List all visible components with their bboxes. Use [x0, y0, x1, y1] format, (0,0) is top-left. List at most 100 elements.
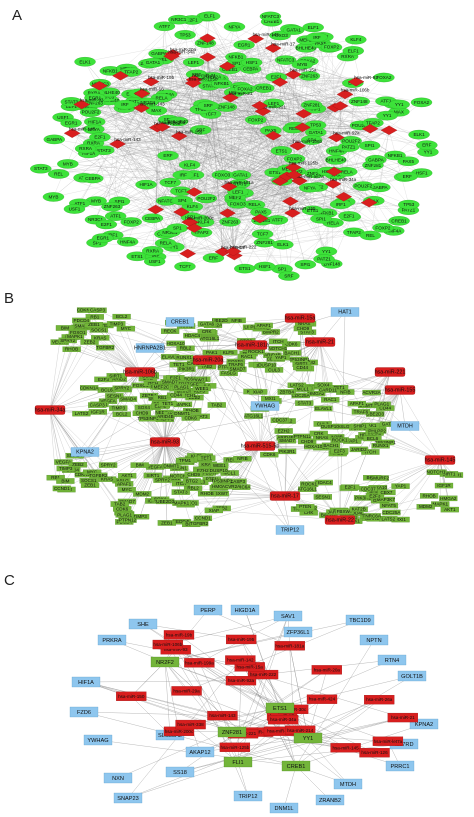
- tf-node: [240, 57, 263, 68]
- target-gene-label: MAPK1: [175, 402, 191, 407]
- network-edge: [58, 127, 303, 175]
- tf-node-label: FOXP2: [375, 225, 391, 230]
- tf-node-label: MAX: [394, 109, 404, 114]
- network-edge: [222, 251, 325, 260]
- tf-node: [105, 211, 127, 221]
- tf-node: [135, 179, 157, 190]
- target-gene-label: APAF1: [257, 323, 272, 328]
- target-gene-label: RBL2: [187, 486, 199, 491]
- network-edge: [259, 105, 409, 162]
- target-gene-label: DUSP10: [321, 424, 339, 429]
- target-gene-label: TAB2: [114, 501, 126, 506]
- target-gene-label: FASLG: [221, 371, 236, 376]
- network-edge: [92, 135, 274, 179]
- tf-node-label: GATA1: [309, 130, 324, 135]
- mirna-node-label: hsa-miR-29a: [173, 688, 200, 693]
- network-edge: [230, 97, 276, 173]
- network-edge: [335, 174, 370, 203]
- mirna-node-label: hsa-miR-20a: [159, 120, 186, 125]
- tf-node-label: POU2F2: [342, 138, 360, 143]
- tf-node-label: PAX5: [315, 41, 327, 46]
- network-edge: [180, 190, 344, 197]
- tf-node: [174, 261, 196, 272]
- network-edge: [83, 81, 280, 178]
- target-gene-label: ZRANB2: [319, 798, 341, 804]
- network-edge: [273, 48, 318, 188]
- network-edge: [302, 64, 357, 82]
- mirna-node-label: hsa-miR-93: [354, 75, 378, 80]
- tf-node: [330, 199, 352, 210]
- target-gene-label: TRAF6: [228, 362, 243, 367]
- tf-node: [345, 34, 367, 45]
- tf-node-label: SRF: [192, 72, 201, 77]
- target-gene-label: CDKN1A: [80, 385, 100, 390]
- target-gene-label: CD44: [296, 365, 308, 370]
- tf-node: [270, 146, 293, 156]
- tf-node: [416, 140, 438, 150]
- tf-node: [348, 96, 370, 107]
- tf-node-label: REL: [366, 233, 375, 238]
- tf-node-label: RXRA: [146, 248, 160, 253]
- target-gene-label: BCL2: [116, 412, 128, 417]
- target-gene-label: EZH2: [278, 428, 290, 433]
- tf-node: [223, 22, 246, 32]
- mirna-node-label: hsa-miR-142: [227, 658, 254, 663]
- network-edge: [262, 28, 291, 112]
- tf-node-label: PATZ1: [342, 145, 356, 150]
- network-edge: [207, 38, 264, 112]
- target-gene-label: CRK: [202, 329, 213, 334]
- target-gene-label: YWHAG: [87, 738, 108, 744]
- network-edge: [193, 79, 282, 151]
- tf-node-label: TCF7: [175, 189, 187, 194]
- network-edge: [353, 50, 371, 129]
- network-edge: [81, 104, 350, 217]
- tf-node-label: POU2F2: [197, 196, 215, 201]
- target-gene-label: BCL2: [116, 314, 128, 319]
- target-gene-label: SOX4: [138, 405, 151, 410]
- tf-node: [92, 233, 114, 243]
- target-gene-label: RTN4: [385, 658, 400, 664]
- network-edge: [193, 79, 374, 201]
- network-edge: [157, 127, 223, 176]
- network-edge: [117, 130, 390, 145]
- network-edge: [117, 105, 260, 145]
- network-edge: [293, 74, 336, 108]
- tf-node: [225, 52, 247, 62]
- tf-node: [167, 116, 189, 127]
- target-gene-label: PLAG1: [174, 384, 189, 389]
- tf-node-label: MYB: [63, 161, 73, 166]
- tf-node-label: CEBPA: [145, 216, 161, 221]
- network-edge: [150, 81, 291, 202]
- tf-node-label: IRF: [313, 35, 321, 40]
- mirna-node-label: hsa-miR-93: [80, 98, 104, 103]
- tf-node: [219, 217, 241, 227]
- network-edge: [71, 101, 300, 182]
- network-edge: [157, 127, 335, 172]
- tf-node: [211, 170, 234, 180]
- network-edge: [72, 133, 334, 223]
- mirna-node-label: hsa-miR-155: [289, 206, 316, 211]
- network-edge: [90, 81, 152, 113]
- tf-node-label: SP1: [278, 266, 287, 271]
- network-edge: [90, 112, 195, 229]
- tf-node-label: NR2F2: [156, 660, 174, 666]
- target-gene-label: AKT1: [444, 507, 456, 512]
- network-edge: [120, 38, 256, 76]
- network-edge: [179, 135, 312, 141]
- tf-node: [227, 199, 249, 209]
- tf-node-label: ETS1: [269, 170, 281, 175]
- tf-node: [74, 56, 96, 67]
- tf-node-label: KLF4: [184, 162, 195, 167]
- network-edge: [293, 74, 429, 153]
- target-gene-label: CHD9: [187, 472, 200, 477]
- target-gene-label: ROCK1: [301, 482, 317, 487]
- target-gene-label: TIMP3: [59, 466, 73, 471]
- network-edge: [81, 104, 394, 232]
- network-edge: [189, 137, 337, 223]
- target-gene-label: VEGFA: [147, 464, 163, 469]
- target-gene-label: SIRT1: [146, 473, 159, 478]
- tf-node: [269, 30, 291, 41]
- tf-node-label: ZNF263: [307, 171, 324, 176]
- target-gene-label: PLAG1: [117, 512, 132, 517]
- tf-node-label: ZNF263: [104, 204, 121, 209]
